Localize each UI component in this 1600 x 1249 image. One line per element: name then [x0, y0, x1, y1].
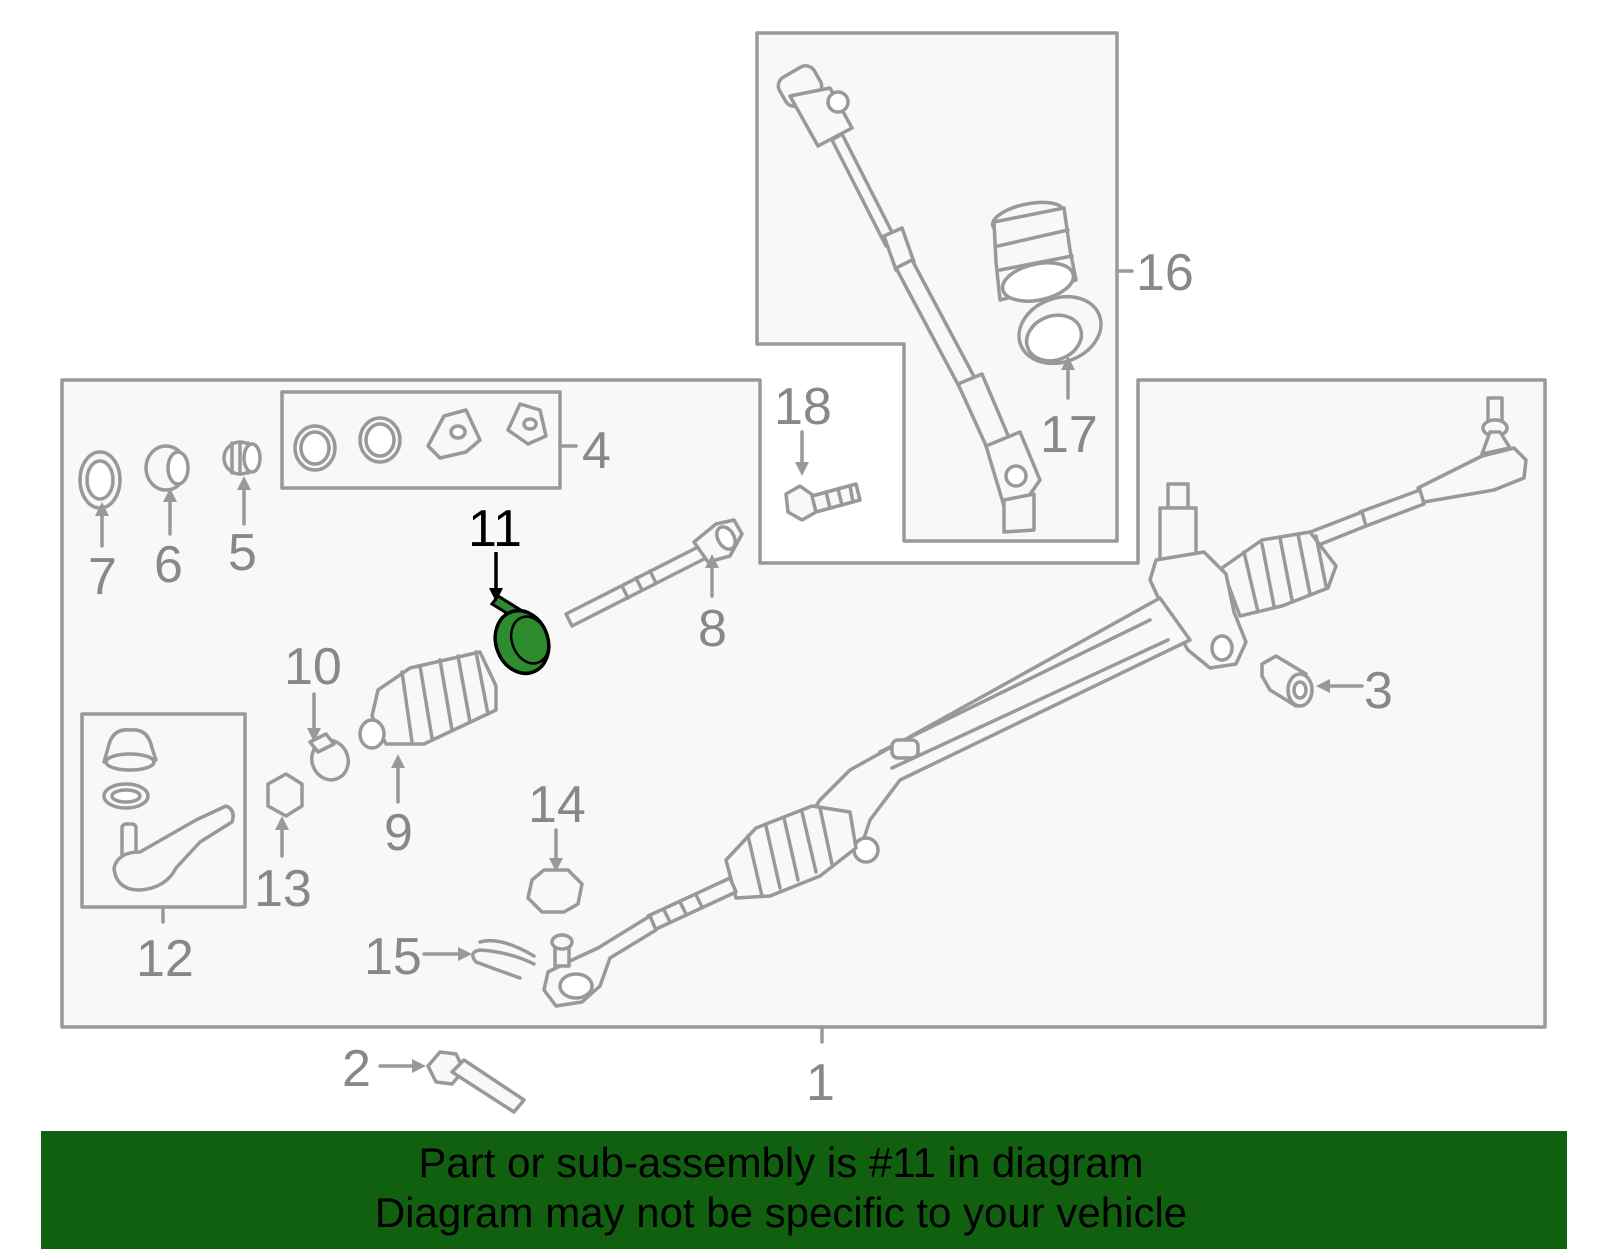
callout-12: 12 [136, 930, 194, 988]
callout-7: 7 [88, 548, 117, 606]
group-4-frame [280, 390, 562, 490]
bushing-3 [1260, 654, 1314, 708]
callout-15: 15 [364, 928, 422, 986]
shaft-boot [990, 200, 1078, 303]
callout-16: 16 [1136, 244, 1194, 302]
callout-13: 13 [254, 860, 312, 918]
part-info-banner: Part or sub-assembly is #11 in diagram D… [41, 1131, 1567, 1249]
banner-line-part: Part or sub-assembly is #11 in diagram [418, 1139, 1144, 1186]
nut-13 [266, 772, 304, 818]
callout-1: 1 [806, 1054, 835, 1112]
callout-6: 6 [154, 536, 183, 594]
bolt-2 [426, 1050, 526, 1114]
callout-2: 2 [342, 1040, 371, 1098]
callout-14: 14 [528, 776, 586, 834]
part-7-washer [78, 450, 122, 510]
tie-rod-end-12 [102, 728, 235, 892]
leader-lines [95, 269, 1364, 1073]
callout-8: 8 [698, 600, 727, 658]
callout-4: 4 [582, 422, 611, 480]
callout-11: 11 [468, 500, 522, 558]
nut-14 [526, 868, 584, 914]
banner-line-disclaimer: Diagram may not be specific to your vehi… [374, 1189, 1188, 1236]
clamp-10 [308, 732, 350, 782]
rack-boot-9 [358, 650, 498, 750]
steering-rack-assembly [542, 396, 1528, 1008]
inner-tie-rod-8 [564, 518, 744, 628]
callout-5: 5 [228, 524, 257, 582]
part-5-bushing [222, 440, 262, 476]
callout-3: 3 [1364, 662, 1393, 720]
callout-10: 10 [284, 638, 342, 696]
group-4-parts [293, 402, 548, 472]
main-parts-frame [60, 378, 1547, 1029]
callout-9: 9 [384, 804, 413, 862]
callout-17: 17 [1040, 406, 1098, 464]
callout-18: 18 [774, 378, 832, 436]
intermediate-shaft [776, 64, 1042, 534]
clamp-11-highlighted [489, 594, 551, 676]
boot-seal-17 [1017, 294, 1103, 366]
clip-15 [471, 938, 536, 980]
bolt-18 [784, 482, 862, 522]
part-6-bushing [144, 444, 190, 492]
